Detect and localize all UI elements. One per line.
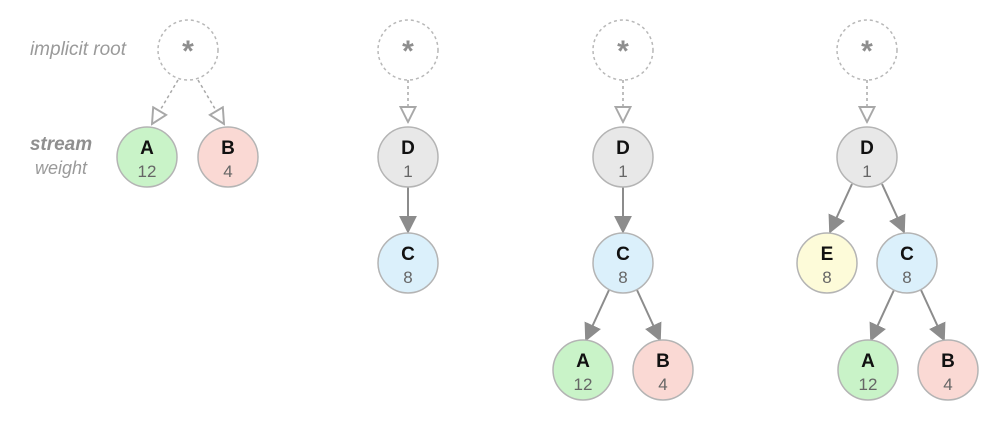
stream-node-e: E 8: [796, 232, 858, 294]
node-weight: 8: [403, 268, 412, 287]
edge-d-e: [828, 183, 853, 234]
node-weight: 8: [618, 268, 627, 287]
edge-c-b: [920, 289, 946, 342]
tree-1: * A 12 B 4: [116, 19, 259, 188]
root-star-icon: *: [861, 35, 873, 68]
node-circle: [377, 126, 439, 188]
node-weight: 8: [822, 268, 831, 287]
node-id: B: [941, 351, 955, 372]
stream-node-b: B 4: [197, 126, 259, 188]
node-circle: [917, 339, 979, 401]
node-id: B: [221, 138, 235, 159]
node-circle: [592, 232, 654, 294]
implicit-root-node: [836, 19, 898, 81]
stream-node-d: D 1: [836, 126, 898, 188]
node-circle: [552, 339, 614, 401]
node-id: A: [576, 351, 590, 372]
node-weight: 1: [618, 162, 627, 181]
implicit-root-node: [157, 19, 219, 81]
node-id: C: [616, 244, 630, 265]
node-circle: [876, 232, 938, 294]
node-weight: 12: [859, 375, 878, 394]
node-id: A: [140, 138, 154, 159]
node-id: D: [401, 138, 415, 159]
edge-c-a: [869, 289, 895, 342]
implicit-root-node: [377, 19, 439, 81]
node-weight: 1: [403, 162, 412, 181]
node-id: D: [616, 138, 630, 159]
node-weight: 12: [138, 162, 157, 181]
edge-c-b: [636, 289, 662, 342]
node-circle: [116, 126, 178, 188]
node-circle: [836, 126, 898, 188]
root-star-icon: *: [182, 35, 194, 68]
tree-4: * D 1 E 8 C 8 A 12 B 4: [796, 19, 979, 401]
root-star-icon: *: [402, 35, 414, 68]
node-id: B: [656, 351, 670, 372]
node-id: D: [860, 138, 874, 159]
stream-node-b: B 4: [632, 339, 694, 401]
node-circle: [632, 339, 694, 401]
node-weight: 12: [574, 375, 593, 394]
node-circle: [592, 126, 654, 188]
node-weight: 4: [943, 375, 952, 394]
node-weight: 4: [658, 375, 667, 394]
node-circle: [837, 339, 899, 401]
tree-3: * D 1 C 8 A 12 B 4: [552, 19, 694, 401]
stream-node-c: C 8: [377, 232, 439, 294]
edge-c-a: [584, 289, 610, 342]
legend-stream: stream: [30, 134, 92, 155]
root-star-icon: *: [617, 35, 629, 68]
stream-node-b: B 4: [917, 339, 979, 401]
node-id: E: [821, 244, 834, 265]
legend-implicit-root: implicit root: [30, 39, 127, 60]
stream-node-d: D 1: [592, 126, 654, 188]
node-weight: 4: [223, 162, 232, 181]
legend-weight: weight: [35, 158, 88, 178]
node-id: C: [401, 244, 415, 265]
node-circle: [377, 232, 439, 294]
node-weight: 1: [862, 162, 871, 181]
stream-node-c: C 8: [592, 232, 654, 294]
stream-node-a: A 12: [837, 339, 899, 401]
dashed-edge-root-a: [152, 79, 179, 124]
stream-node-a: A 12: [116, 126, 178, 188]
node-circle: [796, 232, 858, 294]
stream-node-c: C 8: [876, 232, 938, 294]
stream-node-a: A 12: [552, 339, 614, 401]
node-weight: 8: [902, 268, 911, 287]
node-id: A: [861, 351, 875, 372]
node-circle: [197, 126, 259, 188]
stream-node-d: D 1: [377, 126, 439, 188]
edge-d-c: [881, 183, 906, 234]
implicit-root-node: [592, 19, 654, 81]
node-id: C: [900, 244, 914, 265]
dashed-edge-root-b: [197, 79, 224, 124]
tree-2: * D 1 C 8: [377, 19, 439, 294]
